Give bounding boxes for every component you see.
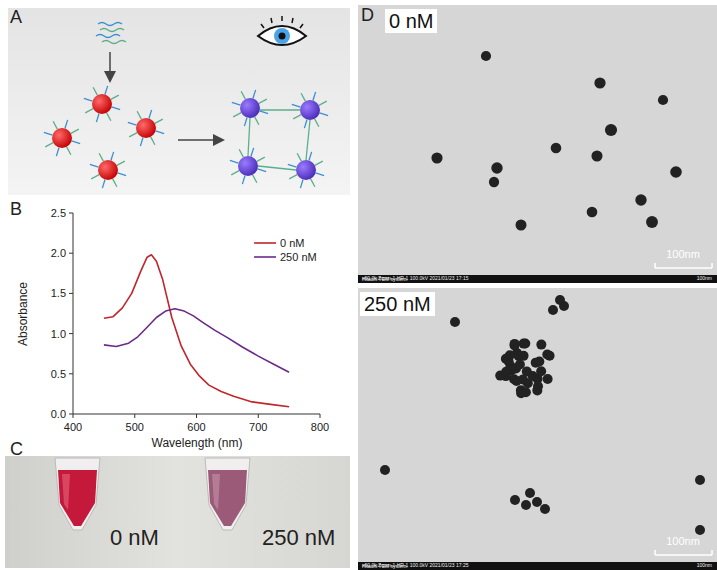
purple-aggregates	[230, 90, 328, 188]
axis-tick-label: 600	[187, 421, 205, 433]
panel-letter: B	[10, 200, 22, 220]
dna-strands	[96, 23, 126, 44]
sample-label: 0 nM	[110, 526, 159, 550]
sample-label: 250 nM	[360, 292, 435, 316]
sample-label: 250 nM	[262, 526, 335, 550]
tem-footer-text: 100nm	[697, 276, 712, 282]
scale-bar	[655, 263, 712, 268]
axis-tick-label: 500	[126, 421, 144, 433]
purple-tube	[205, 458, 250, 530]
tem-image	[358, 288, 717, 570]
axis-tick-label: 2.5	[51, 207, 66, 219]
scale-bar-label: 100nm	[666, 248, 700, 260]
tem-footer	[358, 562, 717, 570]
axis-tick-label: 0.0	[51, 408, 66, 420]
axis-tick-label: 1.5	[51, 287, 66, 299]
eye-icon	[258, 16, 306, 45]
tem-particles	[431, 51, 681, 231]
scale-bar-label: 100nm	[666, 535, 700, 547]
tem-particles	[380, 295, 705, 535]
red-tube	[55, 458, 100, 530]
panel-a-ground	[8, 8, 350, 195]
red-nanoparticles	[44, 86, 164, 188]
scale-bar	[655, 550, 712, 555]
sample-label: 0 nM	[385, 9, 437, 33]
axis-tick-label: 700	[249, 421, 267, 433]
axis-tick-label: 400	[64, 421, 82, 433]
legend-text: 0 nM	[280, 237, 304, 249]
panel-letter: D	[361, 6, 374, 26]
axis-tick-label: 1.0	[51, 328, 66, 340]
legend-text: 250 nM	[280, 251, 317, 263]
tem-footer-text: Hitachi TEM system.	[362, 564, 408, 570]
axis-tick-label: 800	[311, 421, 329, 433]
absorbance-chart	[69, 213, 320, 418]
axis-tick-label: 0.5	[51, 368, 66, 380]
process-arrow	[109, 52, 111, 80]
panel-letter: C	[10, 440, 23, 460]
axis-title: Wavelength (nm)	[152, 437, 243, 450]
process-arrow	[178, 139, 222, 141]
tem-footer	[358, 275, 717, 283]
tem-footer-text: 100nm	[697, 563, 712, 569]
axis-tick-label: 2.0	[51, 247, 66, 259]
tem-image	[358, 5, 717, 283]
tube-photo	[5, 456, 350, 568]
panel-letter: A	[10, 8, 22, 28]
axis-title: Absorbance	[17, 282, 30, 346]
tem-footer-text: Hitachi TEM system.	[362, 277, 408, 283]
